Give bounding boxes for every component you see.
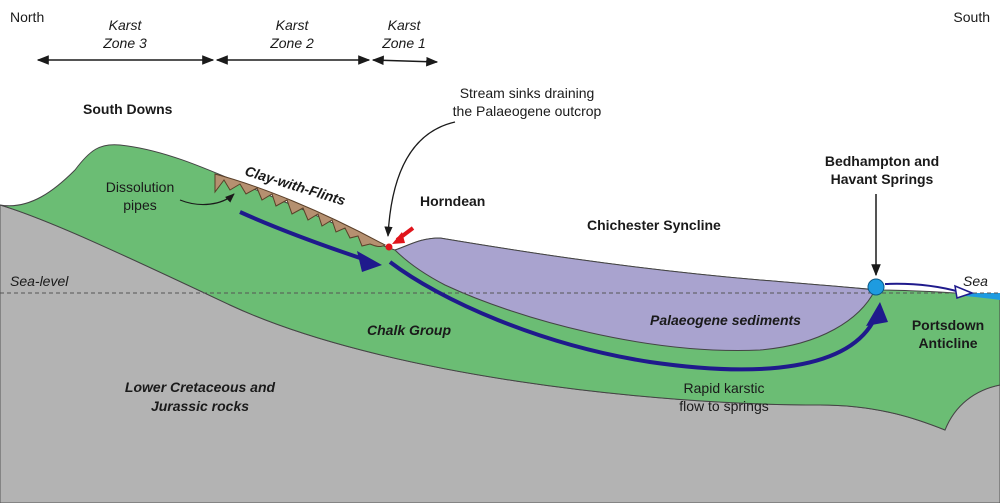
lower-rocks-label-1: Lower Cretaceous and: [125, 379, 276, 395]
lower-rocks-label-2: Jurassic rocks: [151, 398, 249, 414]
horndean-label: Horndean: [420, 193, 485, 209]
zone-2-label-2: Zone 2: [269, 35, 314, 51]
zone-2-label-1: Karst: [276, 17, 310, 33]
portsdown-label-1: Portsdown: [912, 317, 984, 333]
stream-sinks-label-2: the Palaeogene outcrop: [453, 103, 602, 119]
springs-label-2: Havant Springs: [831, 171, 934, 187]
stream-sink-arrowhead: [392, 232, 405, 244]
sea-level-label: Sea-level: [10, 273, 69, 289]
dissolution-pipes-label-1: Dissolution: [106, 179, 174, 195]
zone-1-label-2: Zone 1: [381, 35, 426, 51]
south-downs-label: South Downs: [83, 101, 173, 117]
upper-flow-arrowhead: [357, 251, 382, 272]
sea-label: Sea: [963, 273, 988, 289]
dissolution-pipes-label-2: pipes: [123, 197, 156, 213]
palaeogene-label: Palaeogene sediments: [650, 312, 801, 328]
chichester-syncline-label: Chichester Syncline: [587, 217, 721, 233]
flow-label-1: Rapid karstic: [684, 380, 765, 396]
zone-3-label-1: Karst: [109, 17, 143, 33]
sea-water: [965, 293, 1000, 300]
dissolution-pipes-callout: [179, 193, 235, 206]
south-label: South: [953, 9, 990, 25]
spring-point: [867, 278, 885, 296]
sea-outflow-arrow: [884, 282, 961, 293]
portsdown-label-2: Anticline: [918, 335, 977, 351]
upper-flow-arrow: [239, 210, 373, 264]
flow-label-2: flow to springs: [679, 398, 768, 414]
zone-1-arrow: [371, 55, 439, 67]
stream-sink-callout: [384, 121, 456, 238]
clay-with-flints-layer: [214, 173, 387, 248]
zone-1-label-1: Karst: [388, 17, 422, 33]
sea-outflow-arrowhead: [954, 284, 975, 299]
chalk-group-label: Chalk Group: [367, 322, 451, 338]
north-label: North: [10, 9, 44, 25]
main-flow-arrow: [388, 260, 877, 372]
main-flow-arrowhead: [866, 302, 888, 326]
stream-sinks-label-1: Stream sinks draining: [460, 85, 595, 101]
springs-label-1: Bedhampton and: [825, 153, 939, 169]
zone-3-label-2: Zone 3: [102, 35, 147, 51]
stream-sink-point: [385, 243, 393, 251]
